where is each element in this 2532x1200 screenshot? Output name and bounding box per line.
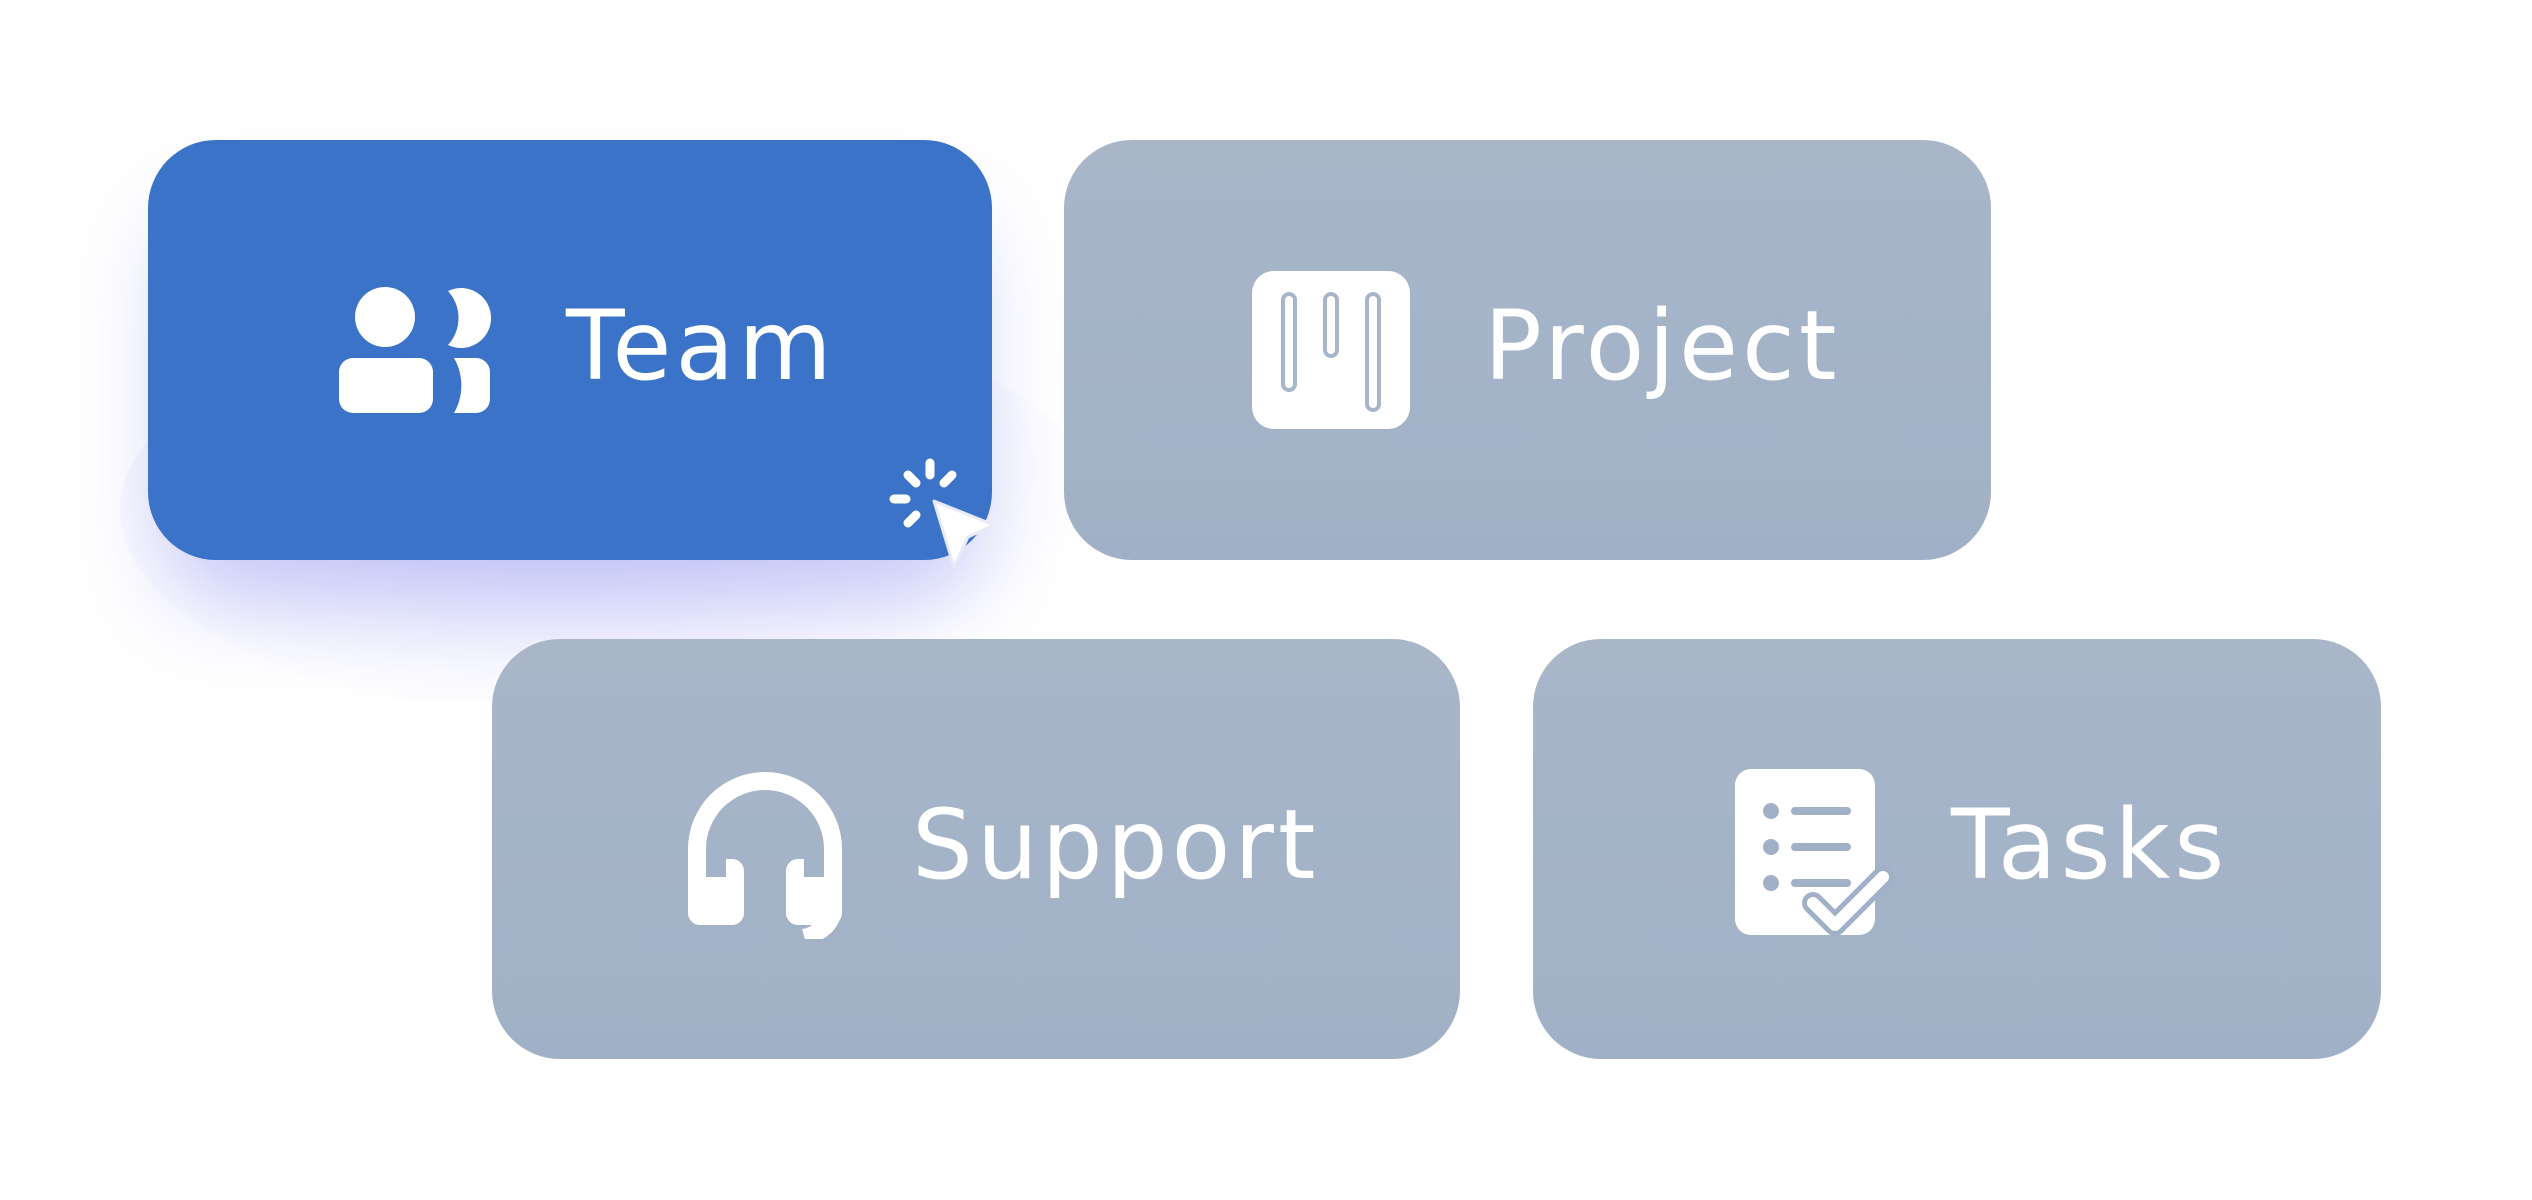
- support-card[interactable]: Support: [492, 639, 1460, 1059]
- project-card[interactable]: Project: [1064, 140, 1991, 560]
- team-icon: [338, 285, 508, 419]
- support-label: Support: [912, 789, 1320, 901]
- project-label: Project: [1484, 290, 1841, 402]
- headset-icon: [680, 769, 850, 944]
- project-board-icon: [1251, 270, 1411, 434]
- tasks-card[interactable]: Tasks: [1533, 639, 2381, 1059]
- click-pointer-icon: [886, 455, 1016, 605]
- team-card[interactable]: Team: [148, 140, 992, 560]
- team-label: Team: [566, 290, 836, 402]
- task-checklist-icon: [1733, 767, 1894, 941]
- tasks-label: Tasks: [1951, 789, 2229, 901]
